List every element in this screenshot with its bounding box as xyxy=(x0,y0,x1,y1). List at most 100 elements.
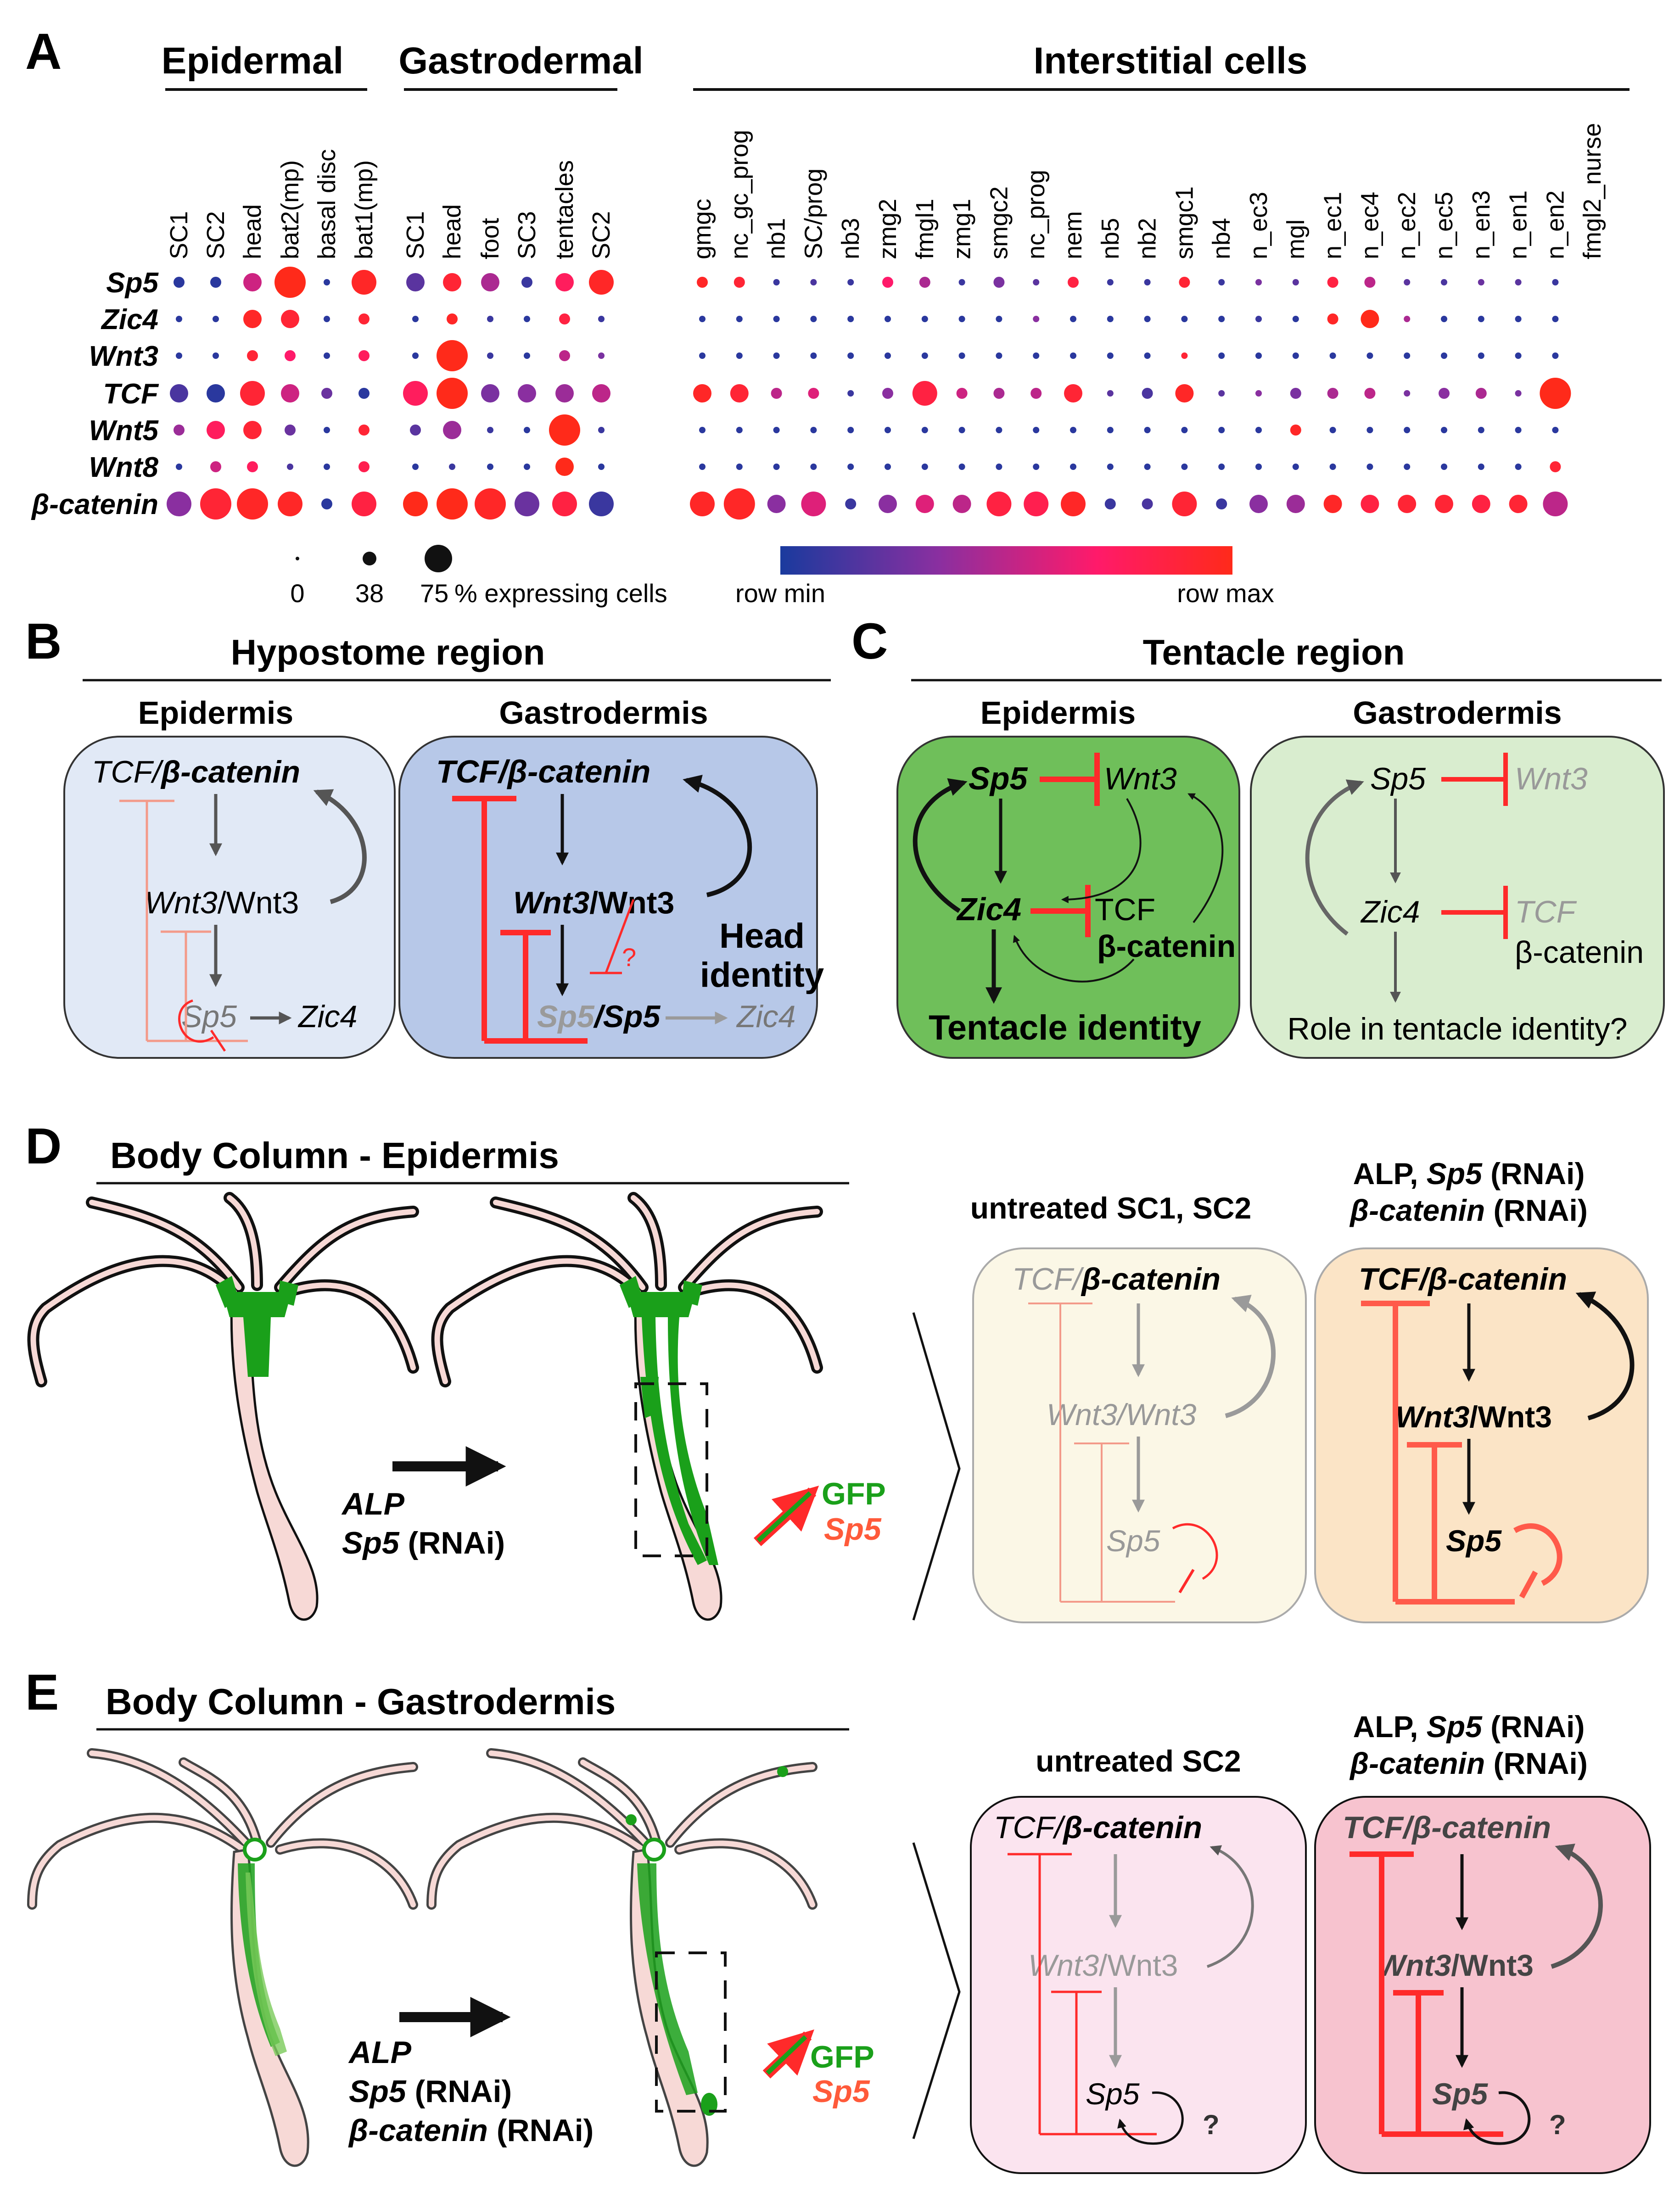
expression-dot xyxy=(1540,378,1571,409)
expression-dot xyxy=(1290,388,1301,399)
expression-dot xyxy=(885,352,891,359)
expression-dot xyxy=(481,384,499,403)
panel-e-box2-feedback xyxy=(1551,1844,1603,1969)
expression-dot xyxy=(521,277,532,288)
expression-dot xyxy=(1404,279,1411,285)
zoom-wedge-d xyxy=(912,1312,961,1621)
expression-dot xyxy=(1144,279,1151,285)
color-legend-min: row min xyxy=(735,579,825,608)
gfp-up-arrow-d-core xyxy=(756,1491,812,1543)
expression-dot xyxy=(912,381,937,406)
expression-dot xyxy=(1515,427,1522,433)
expression-dot xyxy=(1218,427,1225,433)
expression-dot xyxy=(921,316,928,322)
expression-dot xyxy=(1175,384,1194,403)
expression-dot xyxy=(358,425,370,436)
expression-dot xyxy=(1404,352,1411,359)
panel-b-epi-sp5-autoloop xyxy=(178,999,214,1043)
panel-b-epi-inhibit-tcf xyxy=(119,799,174,1041)
panel-e-box1-tcf: TCF/β-catenin xyxy=(994,1810,1202,1845)
expression-dot xyxy=(176,316,182,322)
panel-b-epi-tcf-bcat: TCF/β-catenin xyxy=(92,755,300,789)
column-label: nb1 xyxy=(763,218,790,259)
expression-dot xyxy=(736,464,743,470)
expression-dot xyxy=(1107,390,1114,397)
expression-dot xyxy=(958,464,965,470)
expression-dot xyxy=(1255,427,1262,433)
panel-b-gas-inhibit-tcf xyxy=(452,796,516,1041)
expression-dot xyxy=(412,316,419,322)
expression-dot xyxy=(437,378,468,409)
size-legend-label-75: 75 xyxy=(420,579,448,608)
expression-dot xyxy=(410,425,421,436)
expression-dot xyxy=(958,279,965,285)
expression-dot xyxy=(403,492,428,516)
expression-dot xyxy=(847,427,854,433)
panel-b-epi-inhibit-wnt3 xyxy=(161,930,211,1041)
panel-e-box1-inhibit-tcf xyxy=(1008,1853,1072,2134)
panel-b-epi-feedback-arrow xyxy=(313,789,367,904)
expression-dot xyxy=(287,464,293,470)
expression-dot xyxy=(810,352,817,359)
expression-dot xyxy=(958,316,965,322)
expression-dot xyxy=(324,316,330,322)
expression-dot xyxy=(1478,279,1484,285)
expression-dot xyxy=(1292,316,1299,322)
size-legend-label-0: 0 xyxy=(290,579,304,608)
expression-dot xyxy=(515,492,539,516)
expression-dot xyxy=(1144,352,1151,359)
expression-dot xyxy=(213,316,219,322)
expression-dot xyxy=(1509,495,1528,513)
expression-dot xyxy=(810,279,817,285)
panel-d-box1 xyxy=(972,1247,1307,1623)
expression-dot xyxy=(475,488,506,520)
panel-c-gas-autoloop xyxy=(1305,779,1364,936)
panel-c-gas-inhibit-tcf xyxy=(1441,886,1508,939)
expression-dot xyxy=(773,464,780,470)
expression-dot xyxy=(1172,492,1197,516)
panel-e-box2-heading-2: β-catenin (RNAi) xyxy=(1349,1746,1588,1780)
expression-dot xyxy=(1404,427,1411,433)
column-label: n_ec2 xyxy=(1393,192,1421,259)
expression-dot xyxy=(1364,388,1376,399)
color-legend-max: row max xyxy=(1177,579,1274,608)
panel-e-treatment-sp5: Sp5 (RNAi) xyxy=(349,2074,512,2109)
expression-dot xyxy=(847,390,854,397)
expression-dot xyxy=(1218,279,1225,285)
expression-dot xyxy=(174,425,185,436)
panel-d-box1-wnt3: Wnt3/Wnt3 xyxy=(1047,1398,1197,1431)
panel-b-gas-tcf-bcat: TCF/β-catenin xyxy=(436,754,650,789)
panel-b-gastrodermis-box xyxy=(398,736,818,1059)
panel-c-epi-tcf-to-wnt3 xyxy=(1187,793,1224,923)
expression-dot xyxy=(773,316,780,322)
expression-dot xyxy=(847,316,854,322)
expression-dot xyxy=(1144,316,1151,322)
panel-e-box1-heading: untreated SC2 xyxy=(1036,1744,1241,1778)
expression-dot xyxy=(885,427,891,433)
expression-dot xyxy=(845,498,857,509)
expression-dot xyxy=(1327,313,1338,324)
panel-c-gas-zic4: Zic4 xyxy=(1360,895,1420,929)
gene-label: Wnt8 xyxy=(89,452,158,483)
expression-dot xyxy=(324,352,330,359)
panel-b-gas-feedback-arrow xyxy=(683,775,752,897)
panel-letter-a: A xyxy=(25,23,62,80)
hydra-polyp-epidermis-before xyxy=(27,1192,419,1621)
expression-dot xyxy=(598,464,605,470)
expression-dot xyxy=(358,350,370,361)
expression-dot xyxy=(993,277,1005,288)
expression-dot xyxy=(810,464,817,470)
group-label-interstitial: Interstitial cells xyxy=(1033,40,1307,82)
expression-dot xyxy=(1543,492,1568,516)
panel-c-gas-wnt3: Wnt3 xyxy=(1515,761,1588,796)
expression-dot xyxy=(810,316,817,322)
panel-e-box1-inhibit-wnt3 xyxy=(1051,1990,1102,2134)
gene-label: β-catenin xyxy=(31,489,158,520)
expression-dot xyxy=(170,384,188,403)
panel-c-epi-zic4: Zic4 xyxy=(956,891,1021,927)
expression-dot xyxy=(1024,492,1049,516)
panel-c-gastrodermis-box xyxy=(1250,736,1665,1059)
expression-dot xyxy=(176,352,182,359)
column-label: SC1 xyxy=(402,211,429,259)
